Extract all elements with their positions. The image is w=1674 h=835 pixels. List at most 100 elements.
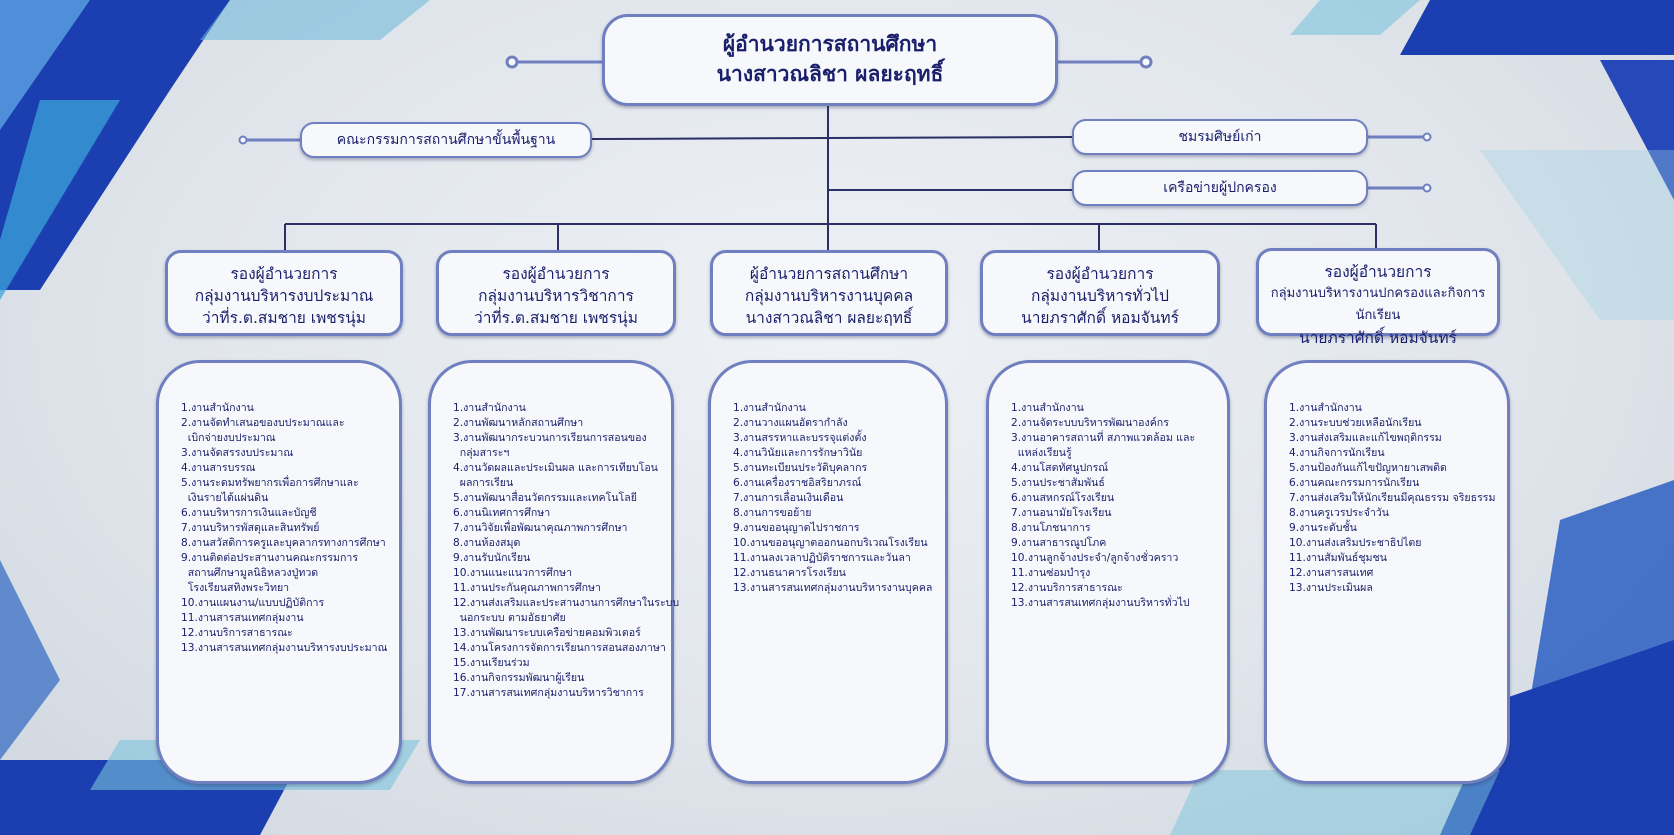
task-item: 13.งานประเมินผล [1289,582,1373,594]
dept-header-line2: กลุ่มงานบริหารงานบุคคล [744,287,914,305]
task-item: 3.งานสรรหาและบรรจุแต่งตั้ง [733,432,867,444]
task-item: 1.งานสำนักงาน [181,402,254,414]
task-item: 9.งานขออนุญาตไปราชการ [733,522,860,534]
task-item: 5.งานทะเบียนประวัติบุคลากร [733,462,868,474]
task-item: 12.งานบริการสาธารณะ [181,627,293,639]
dept-header-line3: นางสาวณลิชา ผลยะฤทธิ์ [745,309,913,327]
task-item: 11.งานลงเวลาปฏิบัติราชการและวันลา [733,552,911,564]
task-item: 2.งานวางแผนอัตรากำลัง [733,417,848,429]
task-item: 5.งานประชาสัมพันธ์ [1011,477,1105,489]
dept-header-student-affairs: รองผู้อำนวยการ กลุ่มงานบริหารงานปกครองแล… [1256,248,1500,347]
task-item: 1.งานสำนักงาน [733,402,806,414]
parents-network-box: เครือข่ายผู้ปกครอง [1072,170,1368,206]
task-item: 2.งานระบบช่วยเหลือนักเรียน [1289,417,1422,429]
task-item: ผลการเรียน [453,477,514,489]
task-item: 6.งานคณะกรรมการนักเรียน [1289,477,1420,489]
task-item: 1.งานสำนักงาน [453,402,526,414]
dept-header-line1: รองผู้อำนวยการ [1046,265,1154,283]
task-item: 11.งานซ่อมบำรุง [1011,567,1091,579]
task-item: 7.งานวิจัยเพื่อพัฒนาคุณภาพการศึกษา [453,522,628,534]
task-item: 7.งานอนามัยโรงเรียน [1011,507,1112,519]
task-item: 3.งานจัดสรรงบประมาณ [181,447,294,459]
task-item: 3.งานพัฒนากระบวนการเรียนการสอนของ [453,432,647,444]
task-item: 8.งานสวัสดิการครูและบุคลากรทางการศึกษา [181,537,386,549]
dept-tasks-budget: 1.งานสำนักงาน 2.งานจัดทำเสนอของบประมาณและ… [156,360,402,784]
dept-header-line2: กลุ่มงานบริหารงานปกครองและกิจการนักเรียน [1270,286,1486,323]
dept-tasks-student-affairs: 1.งานสำนักงาน 2.งานระบบช่วยเหลือนักเรียน 3… [1264,360,1510,784]
task-item: 8.งานโภชนาการ [1011,522,1091,534]
director-name: นางสาวณลิชา ผลยะฤทธิ์ [716,62,944,86]
task-item: 4.งานกิจการนักเรียน [1289,447,1385,459]
dept-header-personnel: ผู้อำนวยการสถานศึกษา กลุ่มงานบริหารงานบุ… [710,250,948,336]
task-item: 13.งานพัฒนาระบบเครือข่ายคอมพิวเตอร์ [453,627,641,639]
dept-tasks-personnel: 1.งานสำนักงาน 2.งานวางแผนอัตรากำลัง 3.งานส… [708,360,948,784]
task-item: เบิกจ่ายงบประมาณ [181,432,276,444]
dept-header-line3: ว่าที่ร.ต.สมชาย เพชรนุ่ม [474,309,638,327]
task-item: 9.งานระดับชั้น [1289,522,1357,534]
task-item: 10.งานส่งเสริมประชาธิปไตย [1289,537,1422,549]
committee-box: คณะกรรมการสถานศึกษาขั้นพื้นฐาน [300,122,592,158]
task-item: 14.งานโครงการจัดการเรียนการสอนสองภาษา [453,642,666,654]
task-item: 4.งานสารบรรณ [181,462,256,474]
task-item: 1.งานสำนักงาน [1289,402,1362,414]
task-item: 5.งานระดมทรัพยากรเพื่อการศึกษาและ [181,477,359,489]
parents-network-label: เครือข่ายผู้ปกครอง [1163,180,1277,196]
task-item: 12.งานส่งเสริมและประสานงานการศึกษาในระบบ [453,597,680,609]
task-item: 12.งานสารสนเทศ [1289,567,1374,579]
dept-header-line2: กลุ่มงานบริหารวิชาการ [478,287,634,305]
dept-header-line3: นายภราศักดิ์ หอมจันทร์ [1299,329,1457,347]
task-item: 6.งานบริหารการเงินและบัญชี [181,507,317,519]
task-item: นอกระบบ ตามอัธยาศัย [453,612,566,624]
task-item: 8.งานห้องสมุด [453,537,521,549]
task-item: 17.งานสารสนเทศกลุ่มงานบริหารวิชาการ [453,687,644,699]
task-item: 12.งานธนาคารโรงเรียน [733,567,846,579]
task-item: 3.งานอาคารสถานที่ สภาพแวดล้อม และ [1011,432,1196,444]
task-item: แหล่งเรียนรู้ [1011,447,1072,459]
task-item: 11.งานประกันคุณภาพการศึกษา [453,582,601,594]
task-item: 2.งานพัฒนาหลักสถานศึกษา [453,417,584,429]
dept-header-line1: รองผู้อำนวยการ [230,265,338,283]
task-item: เงินรายได้แผ่นดิน [181,492,269,504]
director-position: ผู้อำนวยการสถานศึกษา [722,32,938,56]
task-item: 7.งานการเลื่อนเงินเดือน [733,492,844,504]
task-item: 15.งานเรียนร่วม [453,657,530,669]
dept-header-line1: รองผู้อำนวยการ [502,265,610,283]
task-item: 5.งานป้องกันแก้ไขปัญหายาเสพติด [1289,462,1447,474]
task-item: 13.งานสารสนเทศกลุ่มงานบริหารงบประมาณ [181,642,388,654]
task-item: 9.งานรับนักเรียน [453,552,531,564]
task-item: 6.งานนิเทศการศึกษา [453,507,551,519]
task-item: 10.งานแนะแนวการศึกษา [453,567,573,579]
task-item: 4.งานโสตทัศนูปกรณ์ [1011,462,1109,474]
task-item: 16.งานกิจกรรมพัฒนาผู้เรียน [453,672,585,684]
dept-header-budget: รองผู้อำนวยการ กลุ่มงานบริหารงบประมาณ ว่… [165,250,403,336]
task-item: 3.งานส่งเสริมและแก้ไขพฤติกรรม [1289,432,1442,444]
task-item: 8.งานการขอย้าย [733,507,812,519]
committee-label: คณะกรรมการสถานศึกษาขั้นพื้นฐาน [336,132,556,148]
task-item: 12.งานบริการสาธารณะ [1011,582,1123,594]
dept-header-line3: ว่าที่ร.ต.สมชาย เพชรนุ่ม [202,309,366,327]
task-item: 9.งานติดต่อประสานงานคณะกรรมการ [181,552,359,564]
task-item: 2.งานจัดทำเสนอของบประมาณและ [181,417,345,429]
dept-header-academic: รองผู้อำนวยการ กลุ่มงานบริหารวิชาการ ว่า… [436,250,676,336]
task-item: 11.งานสารสนเทศกลุ่มงาน [181,612,304,624]
task-item: 6.งานสหกรณ์โรงเรียน [1011,492,1115,504]
task-item: 8.งานครูเวรประจำวัน [1289,507,1389,519]
dept-header-line1: ผู้อำนวยการสถานศึกษา [749,265,909,283]
dept-header-line2: กลุ่มงานบริหารทั่วไป [1031,287,1169,305]
task-item: 10.งานแผนงาน/แบบปฏิบัติการ [181,597,325,609]
task-item: 10.งานลูกจ้างประจำ/ลูกจ้างชั่วคราว [1011,552,1179,564]
task-item: 5.งานพัฒนาสื่อนวัตกรรมและเทคโนโลยี [453,492,637,504]
dept-tasks-academic: 1.งานสำนักงาน 2.งานพัฒนาหลักสถานศึกษา 3.งา… [428,360,680,784]
task-item: 7.งานบริหารพัสดุและสินทรัพย์ [181,522,320,534]
task-item: กลุ่มสาระฯ [453,447,510,459]
task-item: 4.งานวัดผลและประเมินผล และการเทียบโอน [453,462,658,474]
director-title-box: ผู้อำนวยการสถานศึกษา นางสาวณลิชา ผลยะฤทธ… [602,14,1058,106]
task-item: สถานศึกษามูลนิธิหลวงปู่ทวด [181,567,319,579]
task-item: 10.งานขออนุญาตออกนอกบริเวณโรงเรียน [733,537,928,549]
task-item: 1.งานสำนักงาน [1011,402,1084,414]
alumni-box: ชมรมศิษย์เก่า [1072,119,1368,155]
dept-header-line3: นายภราศักดิ์ หอมจันทร์ [1021,309,1179,327]
